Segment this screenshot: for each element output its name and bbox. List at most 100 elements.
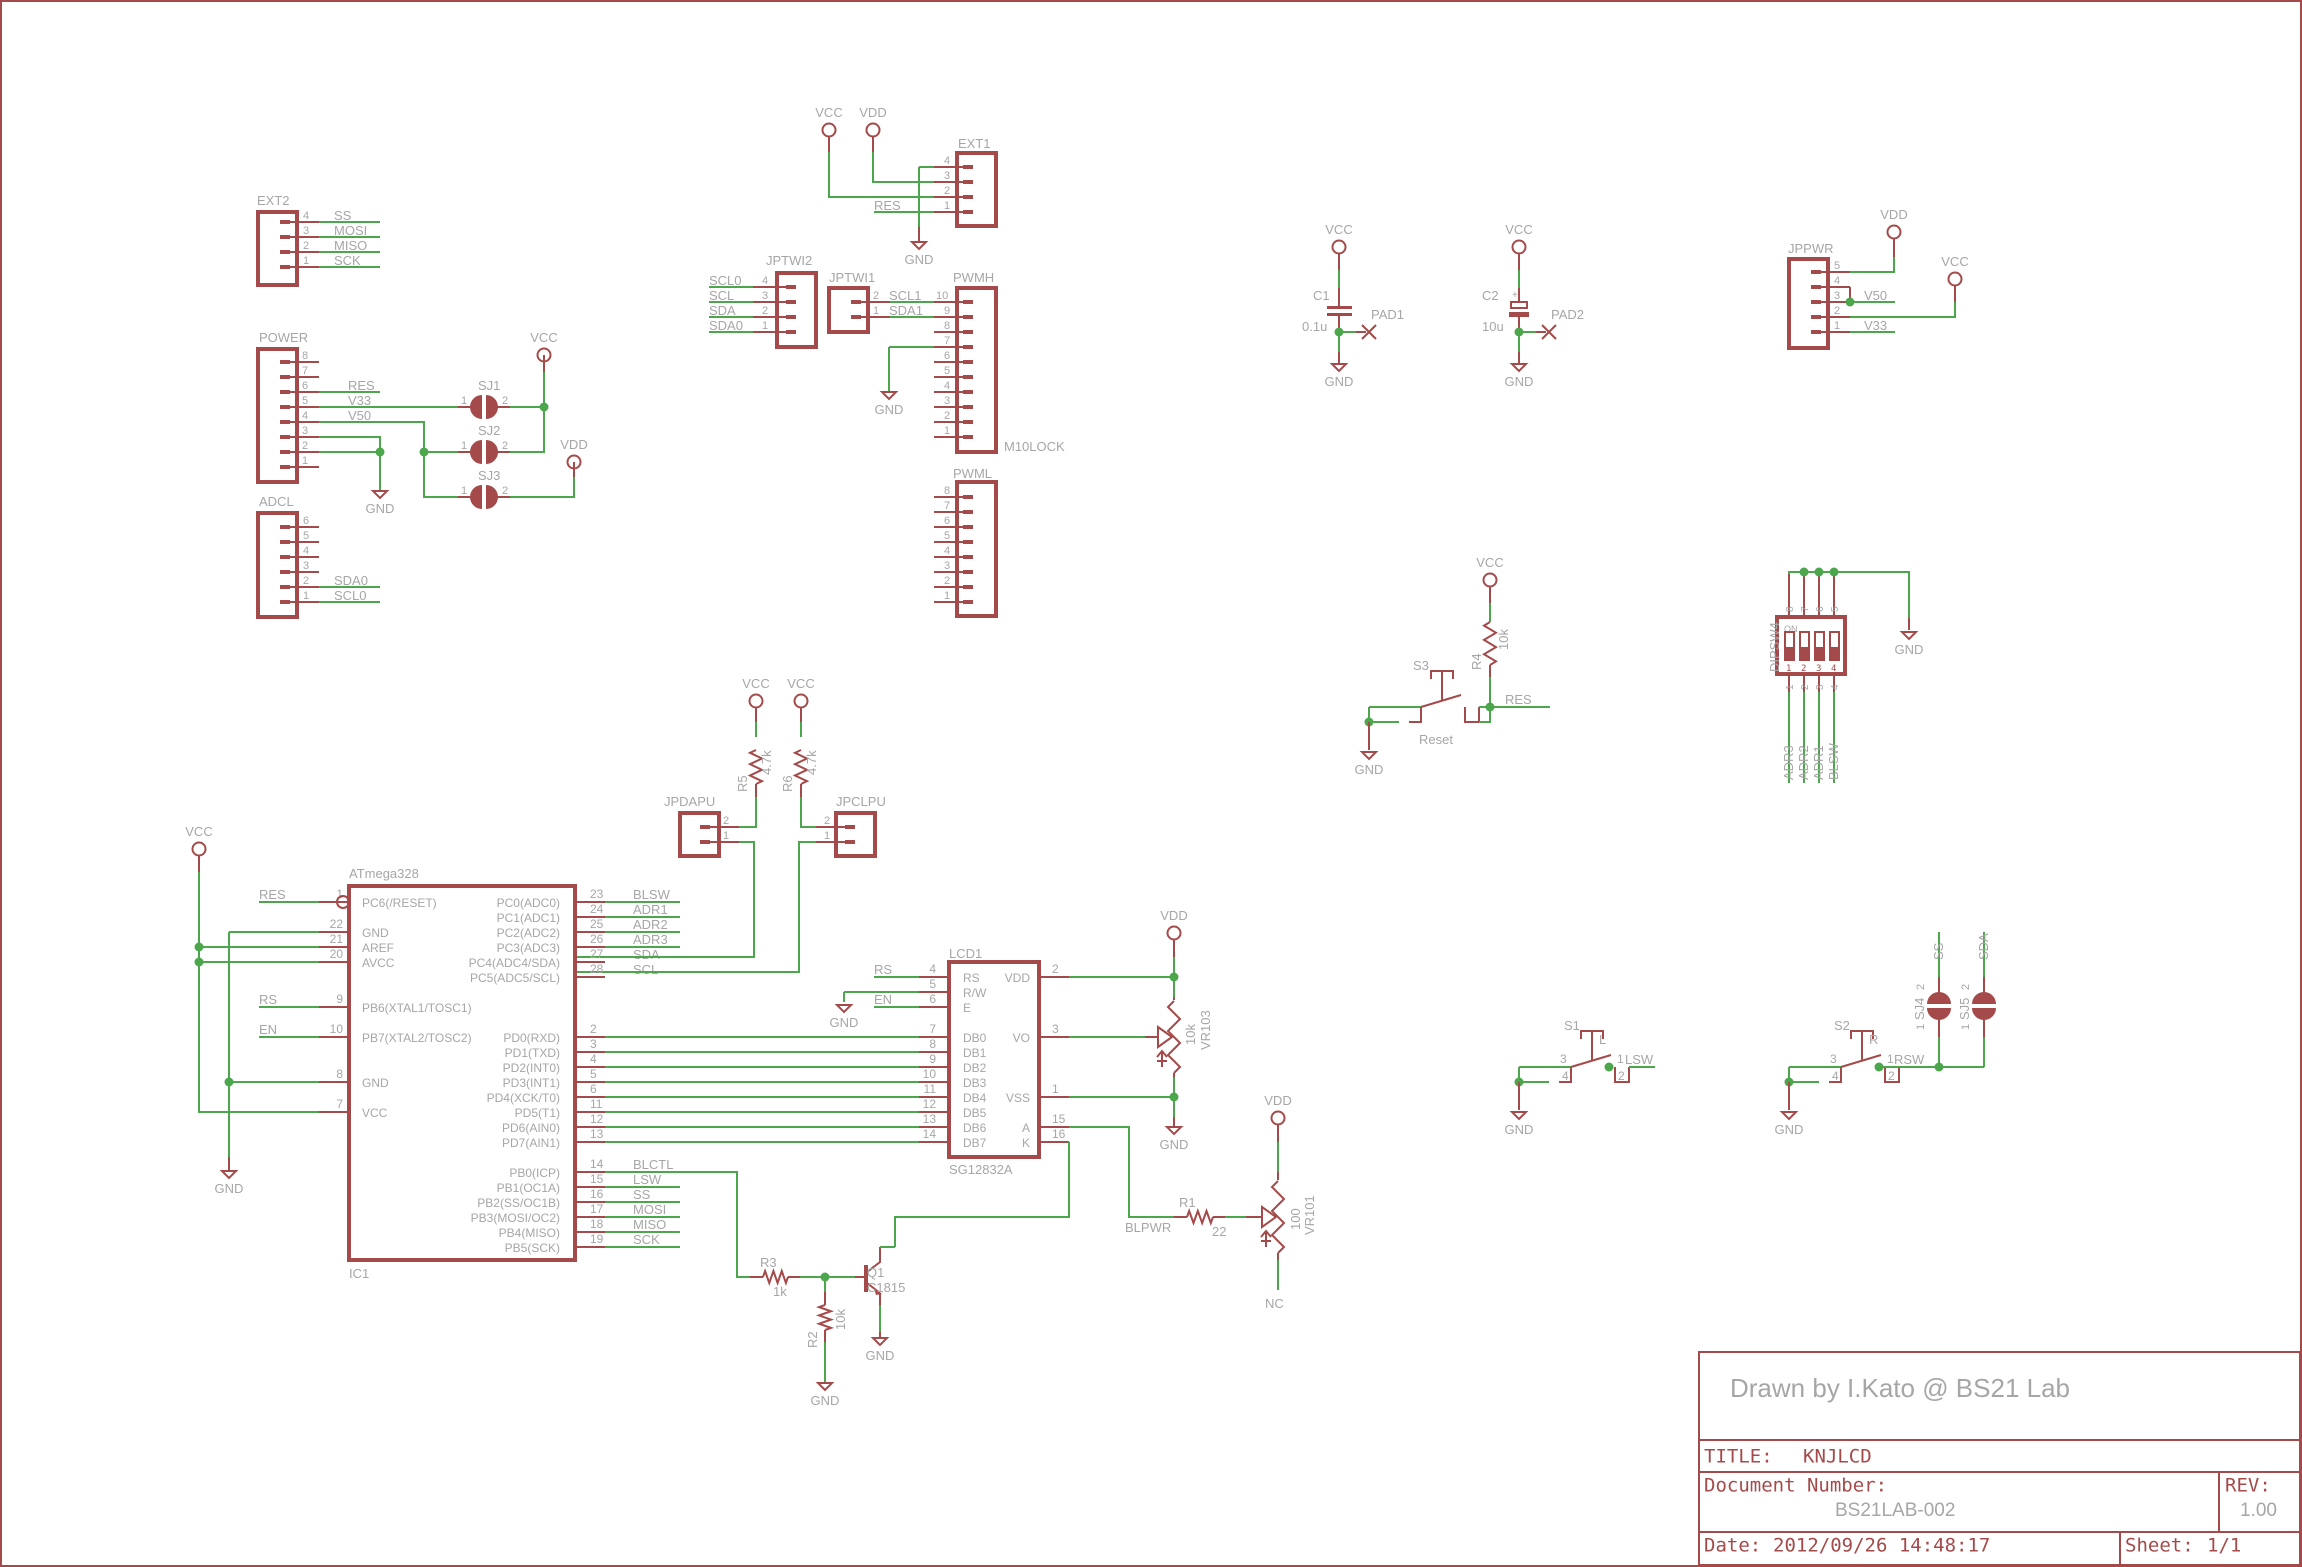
pin-number: 4	[1834, 275, 1840, 287]
date-label: Date:	[1704, 1535, 1761, 1557]
polarity-mark: +	[1512, 290, 1518, 301]
nc-label: NC	[1265, 1296, 1284, 1311]
pin-number: 1	[461, 395, 467, 407]
value-label: 1k	[773, 1284, 787, 1299]
header-pin-icon	[280, 220, 290, 224]
pin-number: 1	[1960, 1024, 1972, 1030]
supply-vcc-icon: VCC	[742, 676, 770, 709]
supply-label: VDD	[1880, 207, 1907, 222]
ref-label: C2	[1482, 288, 1499, 303]
pin-number: 1	[944, 425, 950, 437]
header-pin-icon	[1811, 285, 1821, 289]
supply-vdd-icon: VDD	[1264, 1093, 1292, 1126]
ground-symbol-icon	[834, 1004, 854, 1014]
net-label: EN	[874, 992, 892, 1007]
wire	[894, 1142, 1070, 1247]
ground-symbol-icon	[1509, 1111, 1529, 1121]
pin-number: 2	[944, 410, 950, 422]
ref-label: JPTWI2	[766, 253, 812, 268]
header-pin-icon	[963, 555, 973, 559]
net-label: ADR1	[1811, 745, 1826, 780]
pin-number: 1	[1915, 1024, 1927, 1030]
pin-number: 16	[590, 1187, 604, 1201]
trim-icon	[1260, 1229, 1272, 1247]
header-pin-icon	[786, 300, 796, 304]
pin-number: 2	[723, 815, 729, 827]
ground-label: GND	[1895, 642, 1924, 657]
pin-number: 1	[461, 440, 467, 452]
header-pin-icon	[280, 540, 290, 544]
net-label: RES	[348, 378, 375, 393]
ground-symbol-icon	[815, 1382, 835, 1392]
ref-label: SJ4	[1912, 998, 1927, 1020]
pin-number: 3	[1830, 1052, 1837, 1066]
header-pin-icon	[280, 585, 290, 589]
resistor-zigzag	[1482, 621, 1498, 666]
ref-label: LCD1	[949, 946, 982, 961]
ground-icon: GND	[830, 1004, 858, 1030]
pin-function: DB0	[963, 1031, 987, 1045]
value-label: Reset	[1419, 732, 1453, 747]
pin-number: 26	[590, 932, 604, 946]
supply-label: VCC	[742, 676, 769, 691]
header-pin-icon	[963, 525, 973, 529]
value-label: 10k	[1183, 1024, 1198, 1045]
pin-number: 5	[303, 530, 309, 542]
header-pin-icon	[963, 165, 973, 169]
resistor-symbol-icon	[792, 749, 810, 785]
ground-label: GND	[875, 402, 904, 417]
switch-pin4	[1409, 707, 1422, 723]
pin-number: 4	[302, 410, 308, 422]
header-pin-icon	[280, 435, 290, 439]
junction-dot	[1604, 1062, 1614, 1072]
ground-symbol-icon	[1779, 1111, 1799, 1121]
pin-number: 4	[1562, 1069, 1569, 1083]
ref-label: R1	[1179, 1195, 1196, 1210]
header-pin-icon	[1811, 270, 1821, 274]
pin-number: 5	[302, 395, 308, 407]
ref-label: EXT2	[257, 193, 290, 208]
title-label: TITLE:	[1704, 1446, 1773, 1468]
pin-number: 1	[873, 305, 879, 317]
solder-jumper-icon	[470, 395, 498, 419]
switch-number: 3	[1816, 664, 1821, 674]
pin-number: 3	[1560, 1052, 1567, 1066]
header-pin-icon	[963, 315, 973, 319]
ground-icon: GND	[1895, 631, 1924, 657]
net-label: SCL	[633, 962, 658, 977]
net-label: SDA0	[709, 318, 743, 333]
pin-number: 7	[302, 365, 308, 377]
pin-number: 4	[1832, 1069, 1839, 1083]
ground-symbol-icon	[1509, 363, 1529, 373]
pin-number: 2	[1888, 1069, 1895, 1083]
switch-number: 4	[1831, 664, 1836, 674]
header-pin-icon	[786, 315, 796, 319]
ref-label: VR103	[1198, 1010, 1213, 1050]
ground-icon: GND	[1355, 751, 1383, 777]
supply-circle-icon	[1482, 572, 1498, 588]
ground-label: GND	[1505, 374, 1534, 389]
ref-label: S2	[1834, 1018, 1850, 1033]
pin-number: 2	[944, 185, 950, 197]
net-label: RS	[259, 992, 277, 1007]
value-label: 10k	[833, 1309, 848, 1330]
pin-number: 5	[1834, 260, 1840, 272]
header-pin-icon	[1811, 330, 1821, 334]
ground-icon: GND	[1505, 363, 1534, 389]
supply-label: VCC	[530, 330, 557, 345]
connector-body	[256, 347, 299, 484]
pin-function: VO	[1013, 1031, 1030, 1045]
ground-symbol-icon	[1899, 631, 1919, 641]
pin-number: 8	[336, 1067, 343, 1081]
pin-function: RS	[963, 971, 980, 985]
ref-label: SJ2	[478, 423, 500, 438]
connector-body	[955, 151, 998, 228]
supply-vdd-icon: VDD	[1160, 908, 1188, 941]
supply-circle-icon	[191, 841, 207, 857]
pin-number: 1	[1052, 1082, 1059, 1096]
